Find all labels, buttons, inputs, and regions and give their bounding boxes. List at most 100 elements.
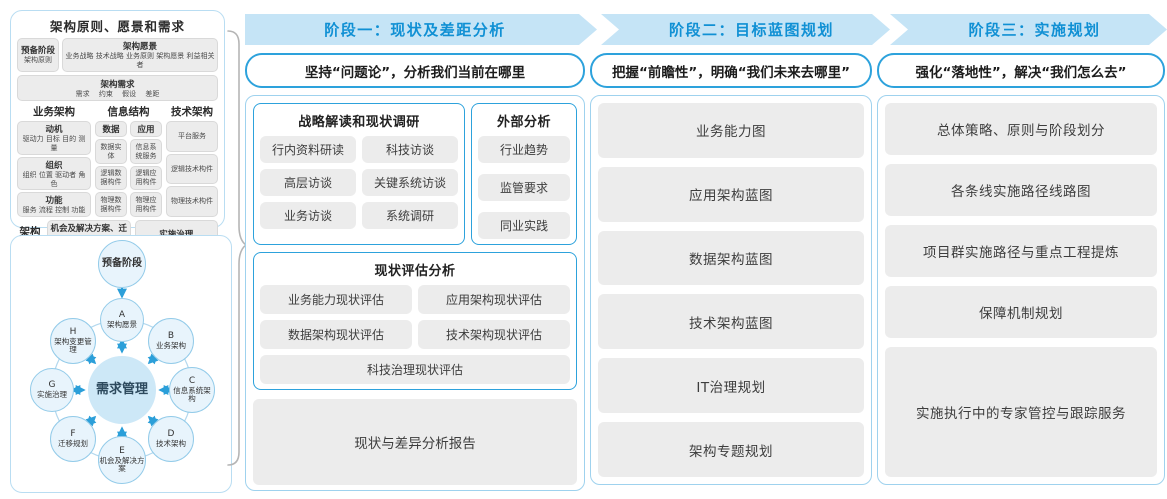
phase2-box: 架构专题规划 bbox=[598, 422, 864, 477]
phase3-column: 总体策略、原则与阶段划分 各条线实施路径线路图 项目群实施路径与重点工程提炼 保… bbox=[877, 95, 1165, 485]
adm-node-g-label: 实施治理 bbox=[37, 389, 67, 399]
strategy-research-box: 战略解读和现状调研 行内资料研读 科技访谈 高层访谈 关键系统访谈 业务访谈 系… bbox=[253, 103, 465, 245]
external-item: 行业趋势 bbox=[478, 136, 570, 163]
assessment-item: 数据架构现状评估 bbox=[260, 320, 412, 349]
function-title: 功能 bbox=[45, 196, 63, 207]
motivation-title: 动机 bbox=[45, 125, 63, 136]
data-header: 数据 bbox=[95, 121, 127, 138]
application-item: 信息系统服务 bbox=[130, 139, 162, 164]
adm-node-f-letter: F bbox=[70, 428, 76, 439]
prep-phase-box: 预备阶段 架构原则 bbox=[17, 38, 59, 72]
organization-sub: 组织 位置 驱动者 角色 bbox=[22, 170, 86, 188]
phase3-box: 总体策略、原则与阶段划分 bbox=[885, 103, 1157, 155]
strategy-item: 系统调研 bbox=[362, 202, 458, 229]
technology-architecture-column: 技术架构 平台服务 逻辑技术构件 物理技术构件 bbox=[166, 104, 218, 217]
strategy-item: 行内资料研读 bbox=[260, 136, 356, 163]
adm-node-h-letter: H bbox=[69, 326, 77, 337]
prep-vision-row: 预备阶段 架构原则 架构愿景 业务战略 技术战略 业务原则 架构愿景 利益相关者 bbox=[17, 38, 218, 72]
adm-node-e-letter: E bbox=[119, 445, 125, 456]
data-subcolumn: 数据 数据实体 逻辑数据构件 物理数据构件 bbox=[95, 121, 127, 217]
adm-node-c-letter: C bbox=[188, 375, 196, 386]
adm-node-requirements-management: 需求管理 bbox=[88, 356, 156, 424]
architecture-content-panel: 架构原则、愿景和需求 预备阶段 架构原则 架构愿景 业务战略 技术战略 业务原则… bbox=[10, 10, 225, 257]
phase3-header-band: 阶段三：实施规划 bbox=[890, 14, 1167, 45]
business-architecture-title: 业务架构 bbox=[33, 106, 75, 119]
phase3-box: 保障机制规划 bbox=[885, 286, 1157, 338]
function-sub: 服务 流程 控制 功能 bbox=[22, 206, 86, 215]
adm-node-h-label: 架构变更管理 bbox=[54, 336, 92, 354]
adm-node-d-label: 技术架构 bbox=[156, 438, 186, 448]
adm-node-f: F 迁移规划 bbox=[50, 416, 96, 462]
phase1-column: 战略解读和现状调研 行内资料研读 科技访谈 高层访谈 关键系统访谈 业务访谈 系… bbox=[245, 95, 585, 491]
motivation-box: 动机 驱动力 目标 目的 测量 bbox=[17, 121, 91, 155]
application-item: 物理应用构件 bbox=[130, 192, 162, 217]
external-item: 同业实践 bbox=[478, 212, 570, 239]
adm-node-prep: 预备阶段 bbox=[98, 240, 146, 288]
assessment-item: 科技治理现状评估 bbox=[260, 355, 570, 384]
phase3-subtitle: 强化“落地性”，解决“我们怎么去” bbox=[877, 53, 1165, 88]
adm-node-d: D 技术架构 bbox=[148, 416, 194, 462]
current-state-assessment-box: 现状评估分析 业务能力现状评估 应用架构现状评估 数据架构现状评估 技术架构现状… bbox=[253, 252, 577, 390]
organization-title: 组织 bbox=[45, 160, 63, 171]
adm-node-a-letter: A bbox=[118, 309, 126, 320]
external-analysis-box: 外部分析 行业趋势 监管要求 同业实践 bbox=[471, 103, 577, 245]
adm-node-b: B 业务架构 bbox=[148, 318, 194, 364]
phase2-box: 数据架构蓝图 bbox=[598, 230, 864, 286]
adm-node-e-label: 机会及解决方案 bbox=[99, 455, 145, 473]
prep-phase-title: 预备阶段 bbox=[20, 46, 55, 57]
strategy-item: 关键系统访谈 bbox=[362, 169, 458, 196]
phase2-box: IT治理规划 bbox=[598, 358, 864, 414]
phase2-box: 技术架构蓝图 bbox=[598, 294, 864, 350]
adm-node-b-letter: B bbox=[167, 330, 175, 341]
assessment-item: 技术架构现状评估 bbox=[418, 320, 570, 349]
external-analysis-title: 外部分析 bbox=[496, 115, 551, 130]
requirement-sub: 需求 约束 假设 差距 bbox=[75, 89, 160, 98]
application-item: 逻辑应用构件 bbox=[130, 165, 162, 191]
phase2-header-band: 阶段二：目标蓝图规划 bbox=[601, 14, 890, 45]
architecture-domains-row: 业务架构 动机 驱动力 目标 目的 测量 组织 组织 位置 驱动者 角色 功能 … bbox=[17, 104, 218, 217]
adm-node-a-label: 架构愿景 bbox=[107, 319, 137, 329]
panel-title: 架构原则、愿景和需求 bbox=[49, 19, 185, 34]
adm-node-c-label: 信息系统架构 bbox=[173, 385, 211, 403]
adm-node-h: H 架构变更管理 bbox=[50, 318, 96, 364]
phase2-header-text: 阶段二：目标蓝图规划 bbox=[668, 21, 834, 39]
requirement-title: 架构需求 bbox=[100, 79, 135, 90]
adm-node-a: A 架构愿景 bbox=[100, 298, 144, 342]
phase1-header-text: 阶段一：现状及差距分析 bbox=[324, 21, 506, 39]
data-item: 数据实体 bbox=[95, 139, 127, 164]
strategy-research-title: 战略解读和现状调研 bbox=[298, 115, 420, 130]
phase2-column: 业务能力图 应用架构蓝图 数据架构蓝图 技术架构蓝图 IT治理规划 架构专题规划 bbox=[590, 95, 872, 485]
adm-center-label: 需求管理 bbox=[95, 381, 148, 397]
phase1-subtitle: 坚持“问题论”，分析我们当前在哪里 bbox=[245, 53, 585, 88]
adm-node-f-label: 迁移规划 bbox=[58, 438, 88, 448]
phase3-box: 项目群实施路径与重点工程提炼 bbox=[885, 225, 1157, 277]
adm-node-prep-label: 预备阶段 bbox=[102, 257, 142, 269]
prep-phase-sub: 架构原则 bbox=[24, 56, 52, 65]
architecture-vision-box: 架构愿景 业务战略 技术战略 业务原则 架构愿景 利益相关者 bbox=[62, 38, 218, 72]
phase2-box: 应用架构蓝图 bbox=[598, 166, 864, 222]
phase3-header-text: 阶段三：实施规划 bbox=[968, 21, 1101, 39]
adm-node-b-label: 业务架构 bbox=[156, 340, 186, 350]
data-item: 物理数据构件 bbox=[95, 192, 127, 217]
technology-item: 平台服务 bbox=[166, 121, 218, 152]
vision-title: 架构愿景 bbox=[122, 42, 157, 52]
assessment-title: 现状评估分析 bbox=[374, 264, 456, 279]
gap-analysis-report-box: 现状与差异分析报告 bbox=[253, 399, 577, 485]
assessment-item: 业务能力现状评估 bbox=[260, 285, 412, 314]
information-structure-column: 信息结构 数据 数据实体 逻辑数据构件 物理数据构件 应用 信息系统服务 逻辑应… bbox=[95, 104, 162, 217]
phase3-box: 各条线实施路径线路图 bbox=[885, 164, 1157, 216]
data-item: 逻辑数据构件 bbox=[95, 165, 127, 191]
phase3-box: 实施执行中的专家管控与跟踪服务 bbox=[885, 347, 1157, 477]
motivation-sub: 驱动力 目标 目的 测量 bbox=[22, 135, 86, 152]
function-box: 功能 服务 流程 控制 功能 bbox=[17, 192, 91, 217]
adm-node-d-letter: D bbox=[167, 428, 175, 439]
phase1-header-band: 阶段一：现状及差距分析 bbox=[245, 14, 597, 45]
external-item: 监管要求 bbox=[478, 174, 570, 201]
adm-node-g: G 实施治理 bbox=[30, 368, 74, 412]
adm-node-c: C 信息系统架构 bbox=[169, 367, 215, 413]
architecture-requirement-box: 架构需求 需求 约束 假设 差距 bbox=[17, 74, 218, 102]
strategy-item: 高层访谈 bbox=[260, 169, 356, 196]
application-subcolumn: 应用 信息系统服务 逻辑应用构件 物理应用构件 bbox=[130, 121, 162, 217]
organization-box: 组织 组织 位置 驱动者 角色 bbox=[17, 156, 91, 191]
assessment-item: 应用架构现状评估 bbox=[418, 285, 570, 314]
